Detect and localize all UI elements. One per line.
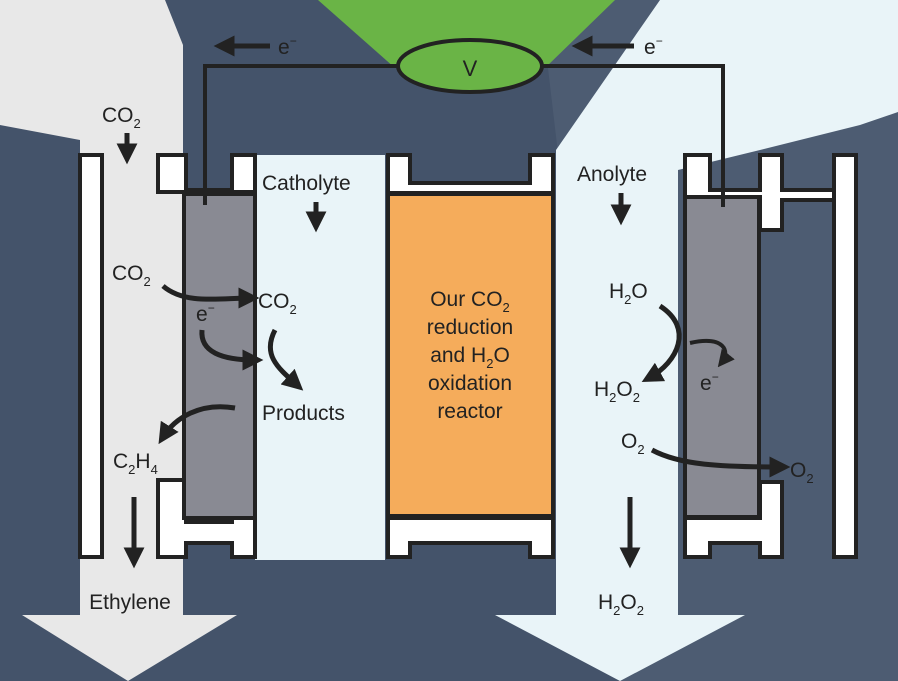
gas-chamber-wall [78, 153, 104, 559]
reactor-line-5: reactor [437, 400, 502, 423]
h2o-label: H2O [609, 280, 648, 307]
products-label: Products [262, 402, 345, 425]
ethylene-label: Ethylene [89, 591, 171, 614]
cathode-electron-label: e− [196, 301, 215, 326]
c2h4-label: C2H4 [113, 450, 158, 477]
h2o-oxidation-arrow [641, 303, 682, 383]
membrane-bottom-frame [386, 516, 555, 559]
anode-back-wall [832, 153, 858, 559]
anolyte-flow-band [495, 0, 898, 681]
anode-electron-arrow [689, 339, 735, 368]
o2-out-label: O2 [790, 459, 814, 486]
voltmeter-label: V [463, 56, 478, 81]
reactor-line-3: and H2O [430, 344, 510, 371]
circuit-wire-left [203, 64, 400, 205]
h2o2-output-label: H2O2 [598, 591, 644, 618]
h2o2-label: H2O2 [594, 378, 640, 405]
catholyte-label: Catholyte [262, 172, 351, 195]
co2-inlet-label: CO2 [102, 104, 141, 131]
c2h4-arrow [158, 404, 236, 445]
o2-transfer-arrow [650, 447, 791, 478]
voltmeter-cone [318, 0, 615, 68]
circuit-wire-right [540, 64, 725, 207]
products-arrow [267, 328, 304, 391]
o2-in-label: O2 [621, 430, 645, 457]
cathode-electron-arrow [199, 329, 264, 371]
reactor-line-2: reduction [427, 316, 513, 339]
co2-gas-label: CO2 [112, 262, 151, 289]
reactor-block [386, 192, 555, 518]
co2-liquid-label: CO2 [258, 290, 297, 317]
anolyte-label: Anolyte [577, 163, 647, 186]
electron-flow-left-label: e− [278, 34, 297, 59]
reactor-line-4: oxidation [428, 372, 512, 395]
electron-flow-right-label: e− [644, 34, 663, 59]
reactor-line-1: Our CO2 [430, 288, 510, 315]
anode-electron-label: e− [700, 370, 719, 395]
co2-transfer-arrow [161, 284, 260, 309]
voltmeter [396, 38, 544, 94]
